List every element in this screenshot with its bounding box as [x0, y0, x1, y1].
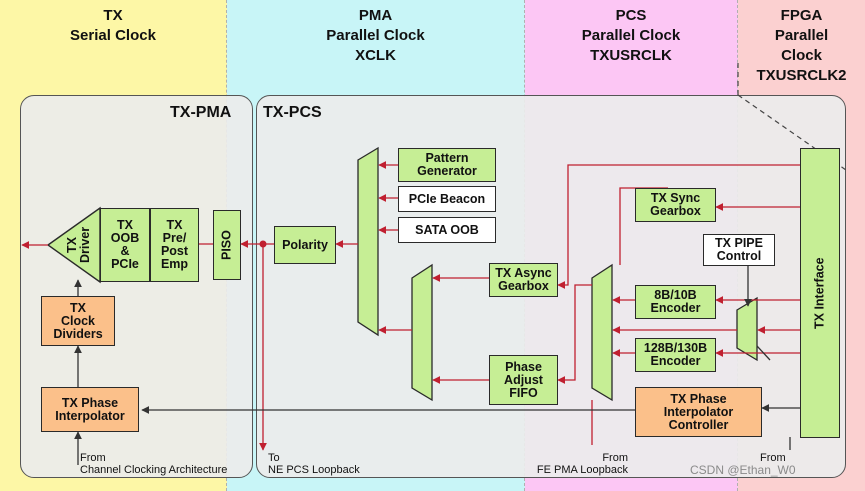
- zone-title: TX Serial Clock: [70, 7, 156, 44]
- tx-pcs-label: TX-PCS: [263, 104, 322, 121]
- tx-oob-pcie-block: TX OOB & PCIe: [100, 208, 150, 282]
- sata-oob-block: SATA OOB: [398, 217, 496, 243]
- watermark: CSDN @Ethan_W0: [690, 463, 796, 477]
- tx-async-gearbox-block: TX Async Gearbox: [489, 263, 558, 297]
- tx-pma-label: TX-PMA: [170, 104, 232, 121]
- tx-pre-post-emp-block: TX Pre/ Post Emp: [150, 208, 199, 282]
- encoder-8b10b-block: 8B/10B Encoder: [635, 285, 716, 319]
- encoder-128b130b-block: 128B/130B Encoder: [635, 338, 716, 372]
- from-right-note: From: [760, 452, 786, 464]
- polarity-block: Polarity: [274, 226, 336, 264]
- tx-driver-label: TX Driver: [65, 226, 92, 264]
- pcie-beacon-block: PCIe Beacon: [398, 186, 496, 212]
- zone-title: FPGA Parallel Clock TXUSRCLK2: [756, 7, 847, 84]
- tx-interface-block: TX Interface: [800, 148, 840, 438]
- tx-phase-interpolator-controller-block: TX Phase Interpolator Controller: [635, 387, 762, 437]
- pattern-generator-block: Pattern Generator: [398, 148, 496, 182]
- zone-title: PCS Parallel Clock TXUSRCLK: [581, 7, 681, 64]
- from-channel-clocking-note: From Channel Clocking Architecture: [80, 452, 228, 476]
- tx-phase-interpolator-block: TX Phase Interpolator: [41, 387, 139, 432]
- tx-sync-gearbox-block: TX Sync Gearbox: [635, 188, 716, 222]
- tx-pipe-control-block: TX PIPE Control: [703, 234, 775, 266]
- tx-clock-dividers-block: TX Clock Dividers: [41, 296, 115, 346]
- zone-title: PMA Parallel Clock XCLK: [326, 7, 425, 64]
- phase-adjust-fifo-block: Phase Adjust FIFO: [489, 355, 558, 405]
- piso-block: PISO: [213, 210, 241, 280]
- from-fe-pma-loopback-note: From FE PMA Loopback: [536, 452, 628, 476]
- to-ne-pcs-loopback-note: To NE PCS Loopback: [268, 452, 360, 476]
